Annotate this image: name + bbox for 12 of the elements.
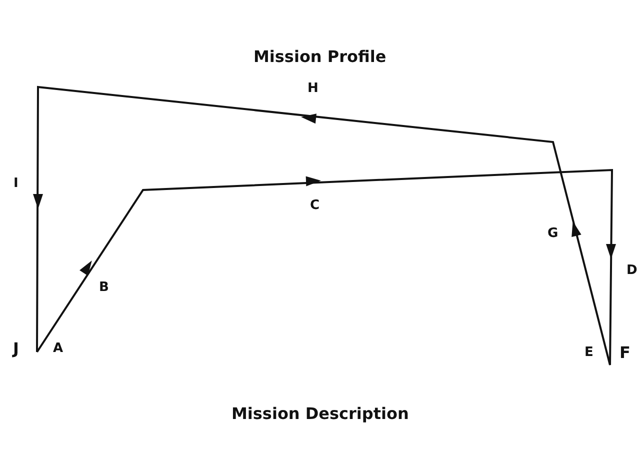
segment-label: E [584,344,594,360]
segment-label: D [626,262,638,278]
segment-label: J [13,338,19,358]
diagram-title: Mission Profile [254,46,386,66]
segment-label: B [99,280,109,294]
segment-label: F [620,342,630,362]
segment-label: G [548,226,558,240]
segment-label: H [308,80,318,96]
segment-label: C [310,198,320,212]
segment-label: A [53,340,64,356]
diagram-caption: Mission Description [232,404,409,422]
segment-label: I [14,176,18,190]
